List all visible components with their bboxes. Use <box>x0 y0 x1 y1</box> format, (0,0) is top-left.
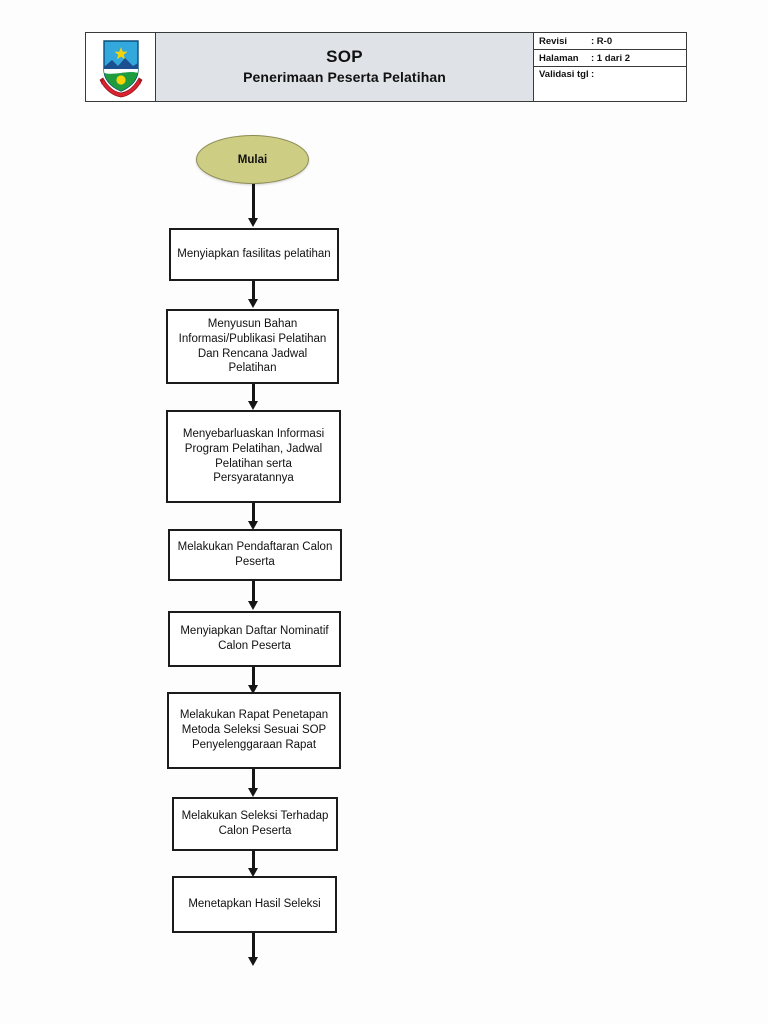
arrowhead-n7-n8 <box>248 868 258 877</box>
document-subtitle: Penerimaan Peserta Pelatihan <box>243 69 446 86</box>
connector-n2-n3 <box>252 384 255 402</box>
header-title-cell: SOP Penerimaan Peserta Pelatihan <box>156 33 534 101</box>
flow-node-melakukan-rapat-penetapan-metoda-seleksi[interactable]: Melakukan Rapat Penetapan Metoda Seleksi… <box>167 692 341 769</box>
arrowhead-n8-next-page <box>248 957 258 966</box>
flow-node-label: Melakukan Seleksi Terhadap Calon Peserta <box>181 810 329 837</box>
meta-label-revisi: Revisi <box>539 35 567 47</box>
meta-row-validasi-tgl: Validasi tgl : <box>534 67 686 101</box>
meta-value-halaman: : 1 dari 2 <box>591 52 631 64</box>
arrowhead-n3-n4 <box>248 521 258 530</box>
arrowhead-n1-n2 <box>248 299 258 308</box>
meta-label-validasi-tgl: Validasi tgl <box>539 69 589 80</box>
header-logo-cell <box>86 33 156 101</box>
connector-n8-next-page <box>252 933 255 958</box>
flow-node-label: Menyiapkan fasilitas pelatihan <box>177 248 331 261</box>
flow-node-menetapkan-hasil-seleksi[interactable]: Menetapkan Hasil Seleksi <box>172 876 337 933</box>
connector-n0-n1 <box>252 183 255 219</box>
connector-n5-n6 <box>252 667 255 686</box>
flow-node-label: Menyebarluaskan Informasi Program Pelati… <box>182 428 325 485</box>
connector-n6-n7 <box>252 769 255 789</box>
regional-emblem-icon <box>99 36 143 98</box>
flow-node-melakukan-seleksi-terhadap-calon-peserta[interactable]: Melakukan Seleksi Terhadap Calon Peserta <box>172 797 338 851</box>
flow-node-label: Menyusun Bahan Informasi/Publikasi Pelat… <box>178 318 327 375</box>
flow-node-label: Melakukan Pendaftaran Calon Peserta <box>177 541 333 568</box>
arrowhead-n6-n7 <box>248 788 258 797</box>
flow-node-label: Menyiapkan Daftar Nominatif Calon Pesert… <box>180 625 329 652</box>
flow-node-menyebarluaskan-informasi-program[interactable]: Menyebarluaskan Informasi Program Pelati… <box>166 410 341 503</box>
arrowhead-n0-n1 <box>248 218 258 227</box>
flow-node-menyiapkan-fasilitas-pelatihan[interactable]: Menyiapkan fasilitas pelatihan <box>169 228 339 281</box>
document-header-table: SOP Penerimaan Peserta Pelatihan Revisi … <box>85 32 687 102</box>
header-meta-table: Revisi : R-0 Halaman : 1 dari 2 Validasi… <box>534 33 686 101</box>
connector-n4-n5 <box>252 581 255 602</box>
flow-node-label: Mulai <box>237 153 268 166</box>
connector-n3-n4 <box>252 503 255 522</box>
meta-label-halaman: Halaman <box>539 52 579 64</box>
flow-node-menyusun-bahan-informasi[interactable]: Menyusun Bahan Informasi/Publikasi Pelat… <box>166 309 339 384</box>
arrowhead-n2-n3 <box>248 401 258 410</box>
arrowhead-n5-n6 <box>248 685 258 694</box>
arrowhead-n4-n5 <box>248 601 258 610</box>
flow-node-mulai[interactable]: Mulai <box>196 135 309 184</box>
flow-node-label: Melakukan Rapat Penetapan Metoda Seleksi… <box>179 709 329 751</box>
connector-n1-n2 <box>252 281 255 300</box>
flow-node-melakukan-pendaftaran-calon-peserta[interactable]: Melakukan Pendaftaran Calon Peserta <box>168 529 342 581</box>
flow-node-label: Menetapkan Hasil Seleksi <box>188 898 321 911</box>
meta-value-revisi: : R-0 <box>591 35 613 47</box>
meta-row-halaman: Halaman : 1 dari 2 <box>534 50 686 67</box>
connector-n7-n8 <box>252 851 255 869</box>
flow-node-menyiapkan-daftar-nominatif[interactable]: Menyiapkan Daftar Nominatif Calon Pesert… <box>168 611 341 667</box>
meta-value-validasi-tgl: : <box>591 69 595 80</box>
meta-row-revisi: Revisi : R-0 <box>534 33 686 50</box>
document-title: SOP <box>326 47 363 67</box>
